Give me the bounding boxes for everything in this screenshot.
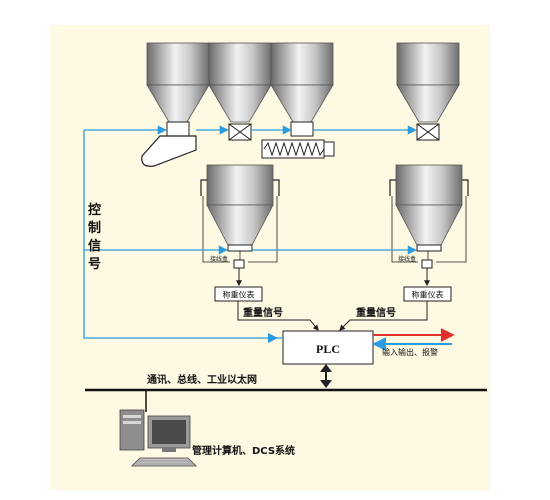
weigher-label-left: 称重仪表 — [223, 290, 255, 300]
vibrating-chute — [141, 135, 197, 167]
io-output-label: 输入输出、报警 — [382, 347, 438, 357]
plc-box: PLC — [282, 330, 374, 365]
weight-signal-line-left — [237, 301, 319, 331]
top-silo-3 — [270, 42, 334, 123]
plc-bus-link — [320, 364, 332, 388]
screw-conveyor — [261, 139, 335, 159]
computer-icon — [119, 409, 197, 467]
weighing-indicator-right: 称重仪表 — [403, 286, 452, 302]
junction-label-left: 接线盒 — [210, 255, 228, 263]
weight-signal-line-right — [339, 301, 428, 331]
weigh-hopper-left — [200, 164, 280, 252]
feeder-valve-4 — [416, 123, 440, 141]
feeder-valve-3 — [290, 121, 314, 137]
top-silo-1 — [146, 42, 210, 123]
feeder-valve-2 — [228, 123, 252, 141]
bus-label: 通讯、总线、工业以太网 — [147, 373, 257, 386]
top-silo-2 — [208, 42, 272, 123]
weighing-indicator-left: 称重仪表 — [214, 286, 263, 302]
weight-signal-label-right: 重量信号 — [356, 306, 396, 319]
weigh-hopper-right — [389, 164, 469, 252]
top-silo-4 — [396, 42, 460, 123]
control-signal-lines — [83, 125, 417, 339]
junction-label-right: 接线盒 — [398, 255, 416, 263]
computer-label: 管理计算机、DCS系统 — [192, 444, 295, 457]
plc-control-arrowhead — [268, 333, 278, 343]
plc-label: PLC — [316, 342, 340, 356]
feeder-valve-1 — [166, 121, 190, 137]
weigher-label-right: 称重仪表 — [412, 290, 444, 300]
control-signal-label: 控 制 信 号 — [88, 202, 106, 272]
weight-signal-label-left: 重量信号 — [243, 306, 283, 319]
